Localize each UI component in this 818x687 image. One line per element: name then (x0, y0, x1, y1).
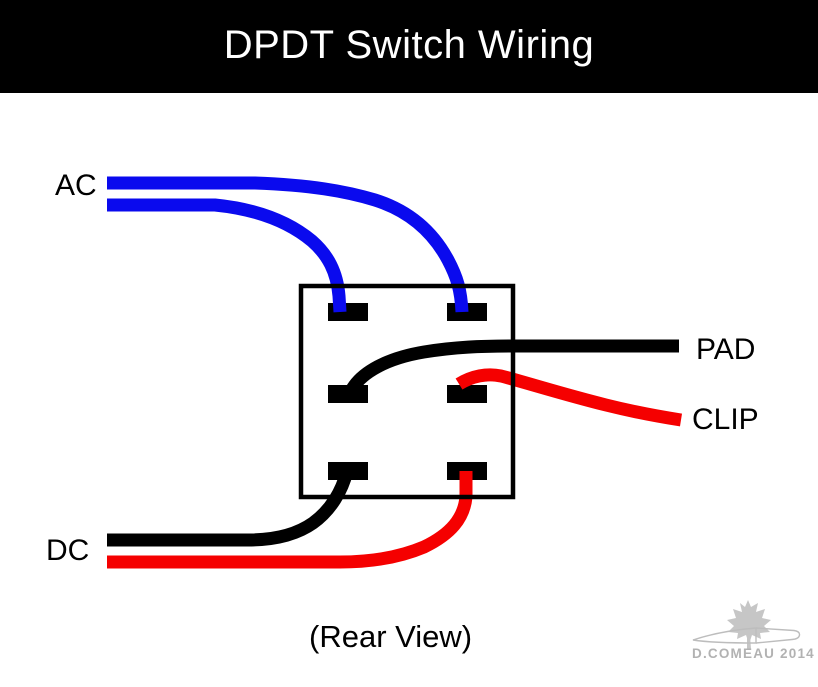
label-pad: PAD (696, 333, 756, 366)
watermark-logo (692, 600, 801, 649)
title-bar: DPDT Switch Wiring (0, 0, 818, 93)
terminal-middle-right (447, 385, 487, 403)
watermark: D.COMEAU 2014 (688, 596, 815, 668)
label-dc: DC (46, 534, 90, 567)
pad-wire (345, 339, 679, 395)
label-ac: AC (55, 169, 97, 202)
terminal-bottom-left (328, 462, 368, 480)
label-clip: CLIP (692, 403, 759, 436)
clip-wire (455, 368, 683, 427)
ac-wire-upper (107, 176, 469, 313)
knife-icon (692, 627, 801, 644)
dc-red-wire (107, 471, 473, 569)
dc-black-wire (107, 469, 354, 547)
wire-group (107, 176, 683, 569)
page-title: DPDT Switch Wiring (223, 22, 595, 67)
maple-leaf-icon (727, 600, 771, 644)
switch-outline (298, 283, 516, 500)
ac-wire-lower (107, 198, 347, 313)
label-rear-view: (Rear View) (309, 619, 473, 654)
watermark-text: D.COMEAU 2014 (692, 646, 815, 661)
